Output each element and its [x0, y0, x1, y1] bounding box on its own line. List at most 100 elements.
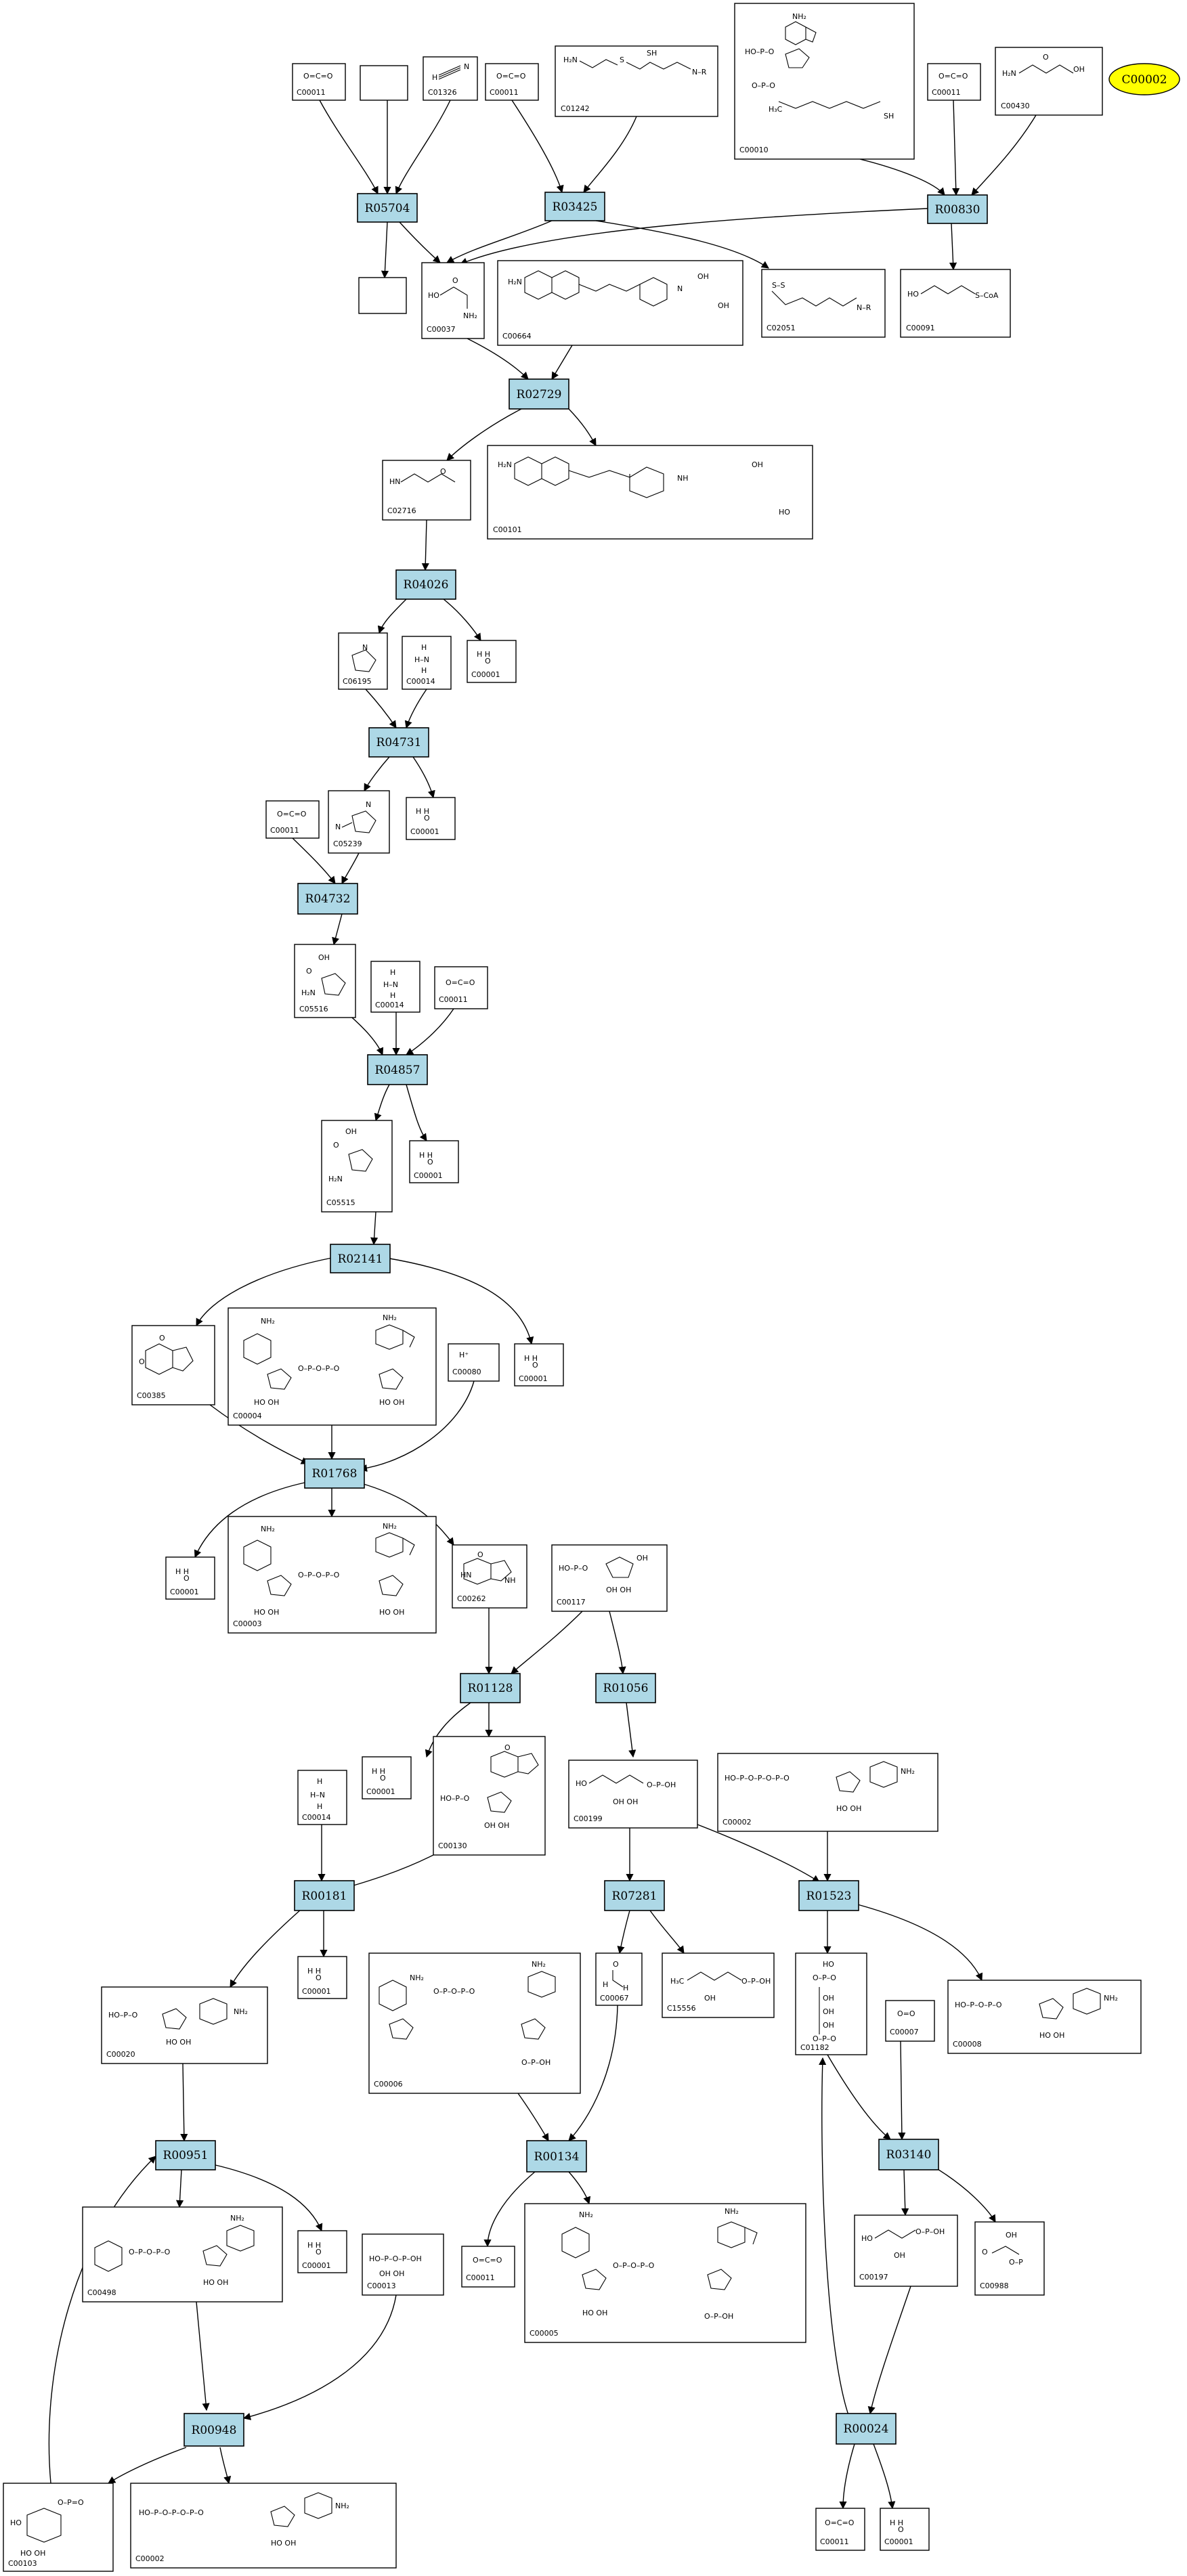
compound-node[interactable]: H H–N H C00014 [370, 961, 420, 1013]
reaction-node[interactable]: R01523 [798, 1880, 859, 1911]
compound-node[interactable]: H₂N S SH N–R C01242 [555, 45, 718, 117]
svg-text:O=C=O: O=C=O [938, 72, 968, 81]
compound-node[interactable]: H₂N N OH OH C00664 [497, 260, 743, 346]
compound-node[interactable]: NH₂ NH₂ O–P–O–P–O HO OH HO OH C00003 [228, 1516, 437, 1634]
compound-id: C05516 [299, 1005, 328, 1013]
compound-node[interactable]: H⁺ C00080 [448, 1343, 500, 1382]
compound-node[interactable]: H N C01326 [423, 56, 478, 101]
compound-node[interactable]: H H O C00001 [297, 2230, 347, 2273]
reaction-node[interactable]: R05704 [357, 193, 418, 223]
reaction-node[interactable]: R00951 [155, 2140, 216, 2170]
compound-node[interactable]: H H–N H C00014 [402, 636, 452, 690]
compound-node[interactable]: H H O C00001 [409, 1140, 459, 1183]
compound-node[interactable]: O HO–P–O OH OH C00130 [433, 1736, 546, 1856]
reaction-id: R04732 [305, 892, 351, 906]
compound-node[interactable] [360, 65, 408, 101]
compound-node[interactable]: O=C=O C00011 [815, 2508, 865, 2551]
compound-node[interactable]: H H O C00001 [297, 1956, 347, 1999]
compound-node[interactable]: O=O C00007 [885, 2000, 935, 2042]
reaction-node[interactable]: R04731 [368, 727, 429, 758]
reaction-node[interactable]: R00830 [927, 194, 988, 224]
compound-node[interactable]: HN O C02716 [382, 460, 471, 521]
compound-node[interactable]: OH O H₂N C05515 [321, 1120, 393, 1213]
svg-text:O–P–O–P–O: O–P–O–P–O [433, 1987, 475, 1996]
compound-node[interactable]: H H O C00001 [406, 797, 456, 840]
compound-node[interactable]: O=C=O C00011 [927, 63, 981, 101]
reaction-node[interactable]: R01128 [460, 1673, 521, 1703]
compound-node[interactable]: HO O–P–O OH OH OH O–P–O C01182 [795, 1952, 867, 2055]
compound-node[interactable]: HO–P–O NH₂ HO OH C00020 [101, 1986, 268, 2064]
svg-text:OH: OH [697, 272, 709, 281]
reaction-node[interactable]: R00948 [184, 2413, 244, 2447]
svg-text:H: H [623, 1984, 628, 1992]
compound-node[interactable]: HO O–P–OH OH C00197 [854, 2214, 958, 2287]
reaction-node[interactable]: R00181 [294, 1880, 355, 1911]
compound-node[interactable]: O=C=O C00011 [461, 2246, 515, 2288]
compound-node[interactable]: O H H C00067 [595, 1952, 643, 2006]
svg-text:H⁺: H⁺ [459, 1351, 469, 1359]
compound-id: C00664 [502, 332, 532, 341]
svg-text:O: O [440, 467, 446, 476]
compound-node[interactable]: H₂N NH OH HO C00101 [487, 445, 813, 540]
compound-node[interactable]: H H O C00001 [880, 2508, 930, 2551]
reaction-node[interactable]: R00134 [526, 2140, 587, 2173]
compound-node[interactable]: NH₂ HO–P–O O–P–O H₃C SH C00010 [734, 3, 915, 160]
edge [898, 2040, 906, 2141]
svg-text:H–N: H–N [414, 655, 429, 664]
compound-node[interactable]: H₃C O–P–OH OH C15556 [662, 1952, 775, 2018]
compound-node[interactable]: O=C=O C00011 [485, 63, 539, 101]
compound-node[interactable]: H H O C00001 [467, 640, 517, 683]
compound-node[interactable]: S–S N–R C02051 [761, 269, 886, 338]
reaction-node[interactable]: R03425 [544, 192, 605, 221]
edge [867, 2286, 911, 2415]
compound-node[interactable]: O HN NH C00262 [452, 1544, 527, 1609]
compound-node[interactable]: O=C=O C00011 [265, 800, 320, 839]
reaction-node[interactable]: R01056 [595, 1673, 656, 1703]
edge [595, 220, 769, 269]
highlighted-compound[interactable]: C00002 [1108, 63, 1180, 95]
compound-node[interactable]: HO–P–O–P–O NH₂ HO OH C00008 [947, 1980, 1142, 2054]
compound-node[interactable]: O=C=O C00011 [292, 63, 346, 101]
reaction-node[interactable]: R00024 [836, 2413, 897, 2445]
reaction-node[interactable]: R02141 [330, 1244, 391, 1273]
compound-node[interactable]: NH₂ NH₂ O–P–O–P–O HO OH HO OH C00004 [228, 1307, 437, 1426]
reaction-node[interactable]: R03140 [878, 2139, 939, 2170]
compound-node[interactable]: H H O C00001 [362, 1756, 412, 1799]
compound-node[interactable] [358, 277, 407, 314]
reactions: R05704 R03425 R00830 R02729 R04026 R0473… [155, 192, 988, 2447]
reaction-id: R03425 [553, 200, 598, 214]
compound-node[interactable]: OH O H₂N C05516 [294, 944, 356, 1018]
compound-node[interactable]: O=C=O C00011 [434, 966, 488, 1009]
compound-node[interactable]: HO–P–O–P–O–P–O NH₂ HO OH C00002 [130, 2483, 397, 2569]
compound-node[interactable]: NH₂ O–P–O–P–O HO OH C00498 [82, 2206, 283, 2302]
compound-node[interactable]: HO–P–O OH OH OH C00117 [551, 1544, 668, 1612]
reaction-node[interactable]: R02729 [509, 378, 569, 410]
compound-node[interactable]: H H O C00001 [514, 1343, 564, 1387]
compound-id: C00001 [414, 1171, 443, 1180]
compound-node[interactable]: O O C00385 [131, 1325, 215, 1405]
compound-node[interactable]: HO O–P–OH OH OH C00199 [568, 1760, 698, 1829]
compound-node[interactable]: NH₂ NH₂ O–P–O–P–O O–P–OH C00006 [368, 1952, 581, 2094]
svg-text:NH₂: NH₂ [230, 2214, 244, 2223]
compound-node[interactable]: H H–N H C00014 [297, 1770, 347, 1825]
compound-node[interactable]: H H O C00001 [165, 1556, 215, 1600]
reaction-node[interactable]: R04732 [297, 883, 358, 915]
svg-text:O–P=O: O–P=O [58, 2498, 84, 2507]
compound-node[interactable]: NH₂ NH₂ O–P–O–P–O O–P–OH HO OH C00005 [524, 2203, 806, 2343]
reaction-node[interactable]: R01768 [304, 1458, 365, 1489]
compound-node[interactable]: HO S–CoA C00091 [900, 269, 1011, 338]
reaction-node[interactable]: R04026 [395, 569, 456, 600]
reaction-node[interactable]: R04857 [367, 1054, 428, 1085]
compound-node[interactable]: O–P=O HO HO OH C00103 [3, 2483, 114, 2572]
edge [196, 1257, 332, 1326]
compound-node[interactable]: H₂N OH O C00430 [995, 47, 1103, 116]
compound-node[interactable]: HO–P–O–P–O–P–O NH₂ HO OH C00002 [717, 1753, 938, 1832]
compound-node[interactable]: HO–P–O–P–OH OH OH C00013 [362, 2233, 444, 2296]
reaction-node[interactable]: R07281 [604, 1880, 665, 1911]
compound-node[interactable]: OH O O–P C00988 [974, 2221, 1045, 2296]
compound-id: C00080 [452, 1368, 481, 1376]
compound-node[interactable]: N N C05239 [328, 790, 390, 854]
svg-text:H: H [390, 991, 395, 1000]
compound-node[interactable]: N C06195 [338, 632, 388, 690]
compound-node[interactable]: HO O NH₂ C00037 [421, 262, 485, 339]
